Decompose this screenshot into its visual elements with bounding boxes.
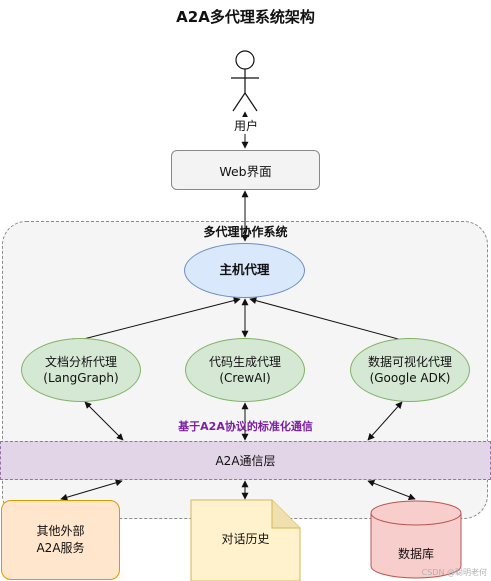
viz-agent-framework: (Google ADK) xyxy=(369,371,451,385)
viz-agent-layer-connector xyxy=(367,401,403,441)
code-gen-agent-node[interactable]: 代码生成代理 (CrewAI) xyxy=(185,338,305,402)
code-agent-framework: (CrewAI) xyxy=(219,371,271,385)
doc-agent-name: 文档分析代理 xyxy=(44,354,117,369)
comm-layer-label: A2A通信层 xyxy=(215,454,276,468)
watermark-text: CSDN @聪明老何 xyxy=(421,568,487,577)
database-cylinder-icon xyxy=(370,500,462,579)
doc-analysis-agent-node[interactable]: 文档分析代理 (LangGraph) xyxy=(21,338,141,402)
history-label: 对话历史 xyxy=(221,532,270,546)
data-viz-agent-node[interactable]: 数据可视化代理 (Google ADK) xyxy=(350,338,470,402)
doc-agent-layer-connector xyxy=(84,401,124,441)
web-interface-box[interactable]: Web界面 xyxy=(171,150,320,190)
host-agent-label: 主机代理 xyxy=(219,262,270,278)
host-agent-node[interactable]: 主机代理 xyxy=(184,243,305,298)
code-agent-name: 代码生成代理 xyxy=(208,354,281,369)
services-line2: A2A服务 xyxy=(36,541,85,555)
layer-database-connector xyxy=(367,479,416,501)
a2a-communication-layer[interactable]: A2A通信层 xyxy=(0,441,491,480)
history-fold-corner xyxy=(271,500,300,529)
doc-agent-framework: (LangGraph) xyxy=(43,371,119,385)
diagram-title: A2A多代理系统架构 xyxy=(176,8,315,26)
protocol-label: 基于A2A协议的标准化通信 xyxy=(178,420,313,433)
host-viz-agent-connector xyxy=(249,297,414,345)
viz-agent-name: 数据可视化代理 xyxy=(367,354,452,369)
user-label: 用户 xyxy=(221,117,271,134)
layer-services-connector xyxy=(60,479,123,501)
web-interface-label: Web界面 xyxy=(219,163,272,179)
services-line1: 其他外部 xyxy=(36,524,85,539)
user-stick-figure-icon xyxy=(231,50,259,112)
host-doc-agent-connector xyxy=(67,297,241,345)
external-a2a-services-box[interactable]: 其他外部 A2A服务 xyxy=(1,500,120,580)
database-label: 数据库 xyxy=(397,547,434,561)
